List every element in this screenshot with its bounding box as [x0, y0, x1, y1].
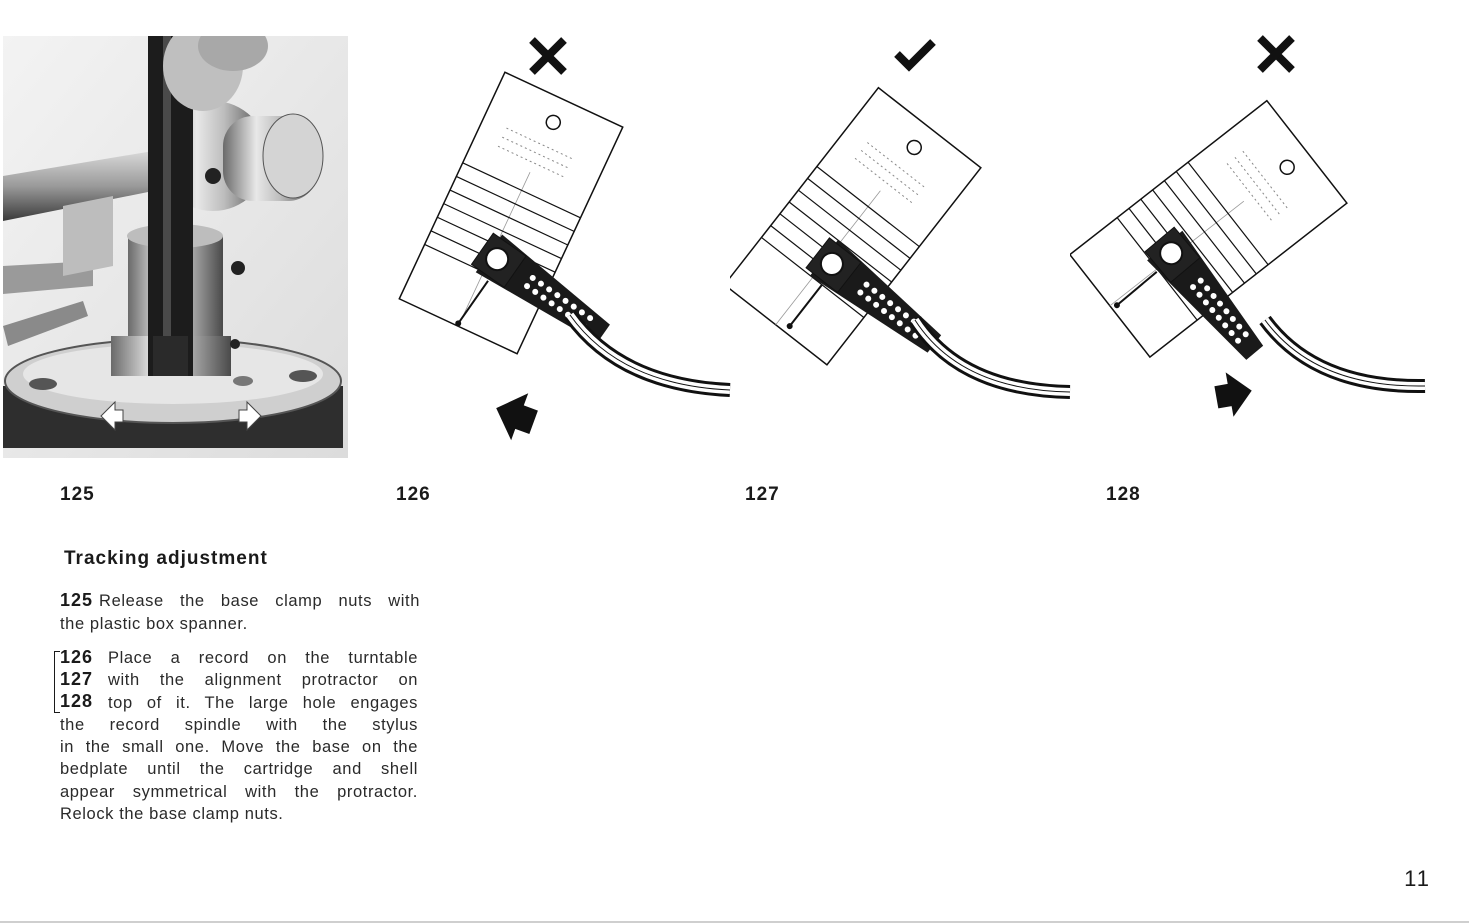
step-126-line: Place a record on the turntable: [108, 649, 418, 667]
step-126-line: top of it. The large hole engages: [108, 693, 418, 712]
ref-126: 126: [60, 647, 94, 667]
cross-icon: [1257, 35, 1295, 73]
figure-number-126: 126: [396, 484, 431, 505]
step-126-paragraph: Place a record on the turntable with the…: [60, 647, 418, 825]
figure-126-diagram: [390, 30, 740, 460]
page-number: 11: [1404, 866, 1431, 891]
figure-number-128: 128: [1106, 484, 1141, 505]
step-126-line: bedplate until the cartridge and shell: [60, 760, 418, 779]
cross-icon: [529, 37, 567, 75]
ref-bracket: [54, 651, 60, 713]
ref-127: 127: [60, 669, 94, 689]
step-126-line: with the alignment protractor on: [108, 671, 418, 690]
step-126-line: in the small one. Move the base on the: [60, 738, 418, 757]
figure-128-diagram: [1068, 30, 1440, 460]
arrow-left-icon: [496, 393, 538, 441]
ref-128: 128: [60, 691, 94, 711]
step-125-line-2: the plastic box spanner.: [60, 614, 248, 633]
check-icon: [894, 39, 936, 72]
bottom-edge: [0, 921, 1469, 923]
section-heading: Tracking adjustment: [64, 548, 268, 569]
step-125-ref: 125: [60, 590, 94, 610]
step-126-line: the record spindle with the stylus: [60, 715, 418, 734]
figure-127-diagram: [723, 30, 1080, 460]
figure-125-photo: [3, 21, 348, 458]
step-126-line: Relock the base clamp nuts.: [60, 805, 284, 824]
arrow-right-icon: [1214, 372, 1252, 417]
figure-number-127: 127: [745, 484, 780, 505]
figure-number-125: 125: [60, 484, 95, 505]
step-126-line: appear symmetrical with the protractor.: [60, 782, 418, 801]
